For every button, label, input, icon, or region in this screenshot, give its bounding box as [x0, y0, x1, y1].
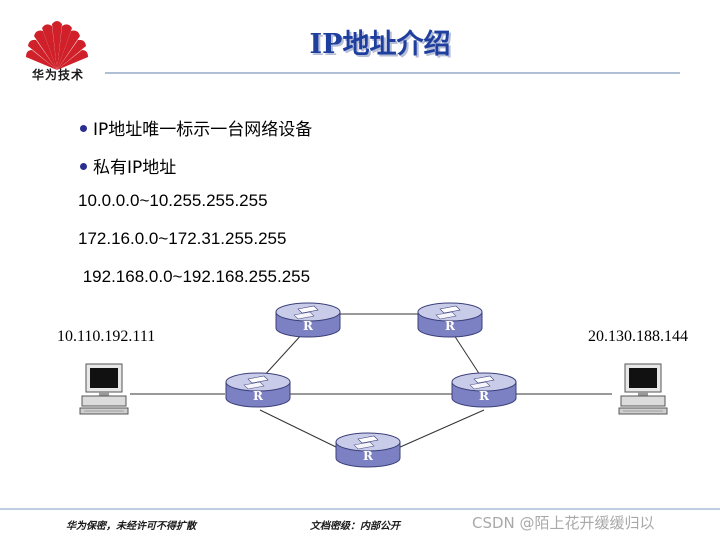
right-host-ip: 20.130.188.144 [588, 328, 688, 345]
computer-icon [618, 363, 668, 415]
bullet-icon [80, 124, 87, 132]
left-host-ip: 10.110.192.111 [57, 328, 156, 345]
title-divider [105, 72, 680, 74]
router-label: R [445, 319, 456, 333]
page-title: IP地址介绍 [309, 29, 451, 60]
router-label: R [363, 449, 374, 463]
bullet-text: IP地址唯一标示一台网络设备 [93, 120, 313, 140]
router-label: R [253, 389, 264, 403]
bullet-icon [80, 162, 87, 170]
router-label: R [479, 389, 490, 403]
private-range-b: 172.16.0.0~172.31.255.255 [78, 229, 287, 248]
footer-classification: 文档密级：内部公开 [310, 521, 400, 532]
watermark: CSDN @陌上花开缓缓归以 [472, 514, 655, 532]
private-range-c: 192.168.0.0~192.168.255.255 [78, 267, 311, 286]
private-range-a: 10.0.0.0~10.255.255.255 [78, 191, 268, 210]
bullet-item: IP地址唯一标示一台网络设备 [80, 115, 312, 140]
bullet-item: 私有IP地址 [80, 153, 176, 178]
footer-confidential-notice: 华为保密，未经许可不得扩散 [66, 521, 196, 532]
network-diagram: R R R R R [79, 302, 668, 468]
computer-icon [79, 363, 129, 415]
bullet-text: 私有IP地址 [93, 158, 177, 178]
network-links [130, 313, 612, 449]
router-label: R [303, 319, 314, 333]
footer-divider [0, 508, 720, 510]
huawei-logo-icon [26, 21, 88, 70]
brand-name: 华为技术 [31, 68, 84, 82]
